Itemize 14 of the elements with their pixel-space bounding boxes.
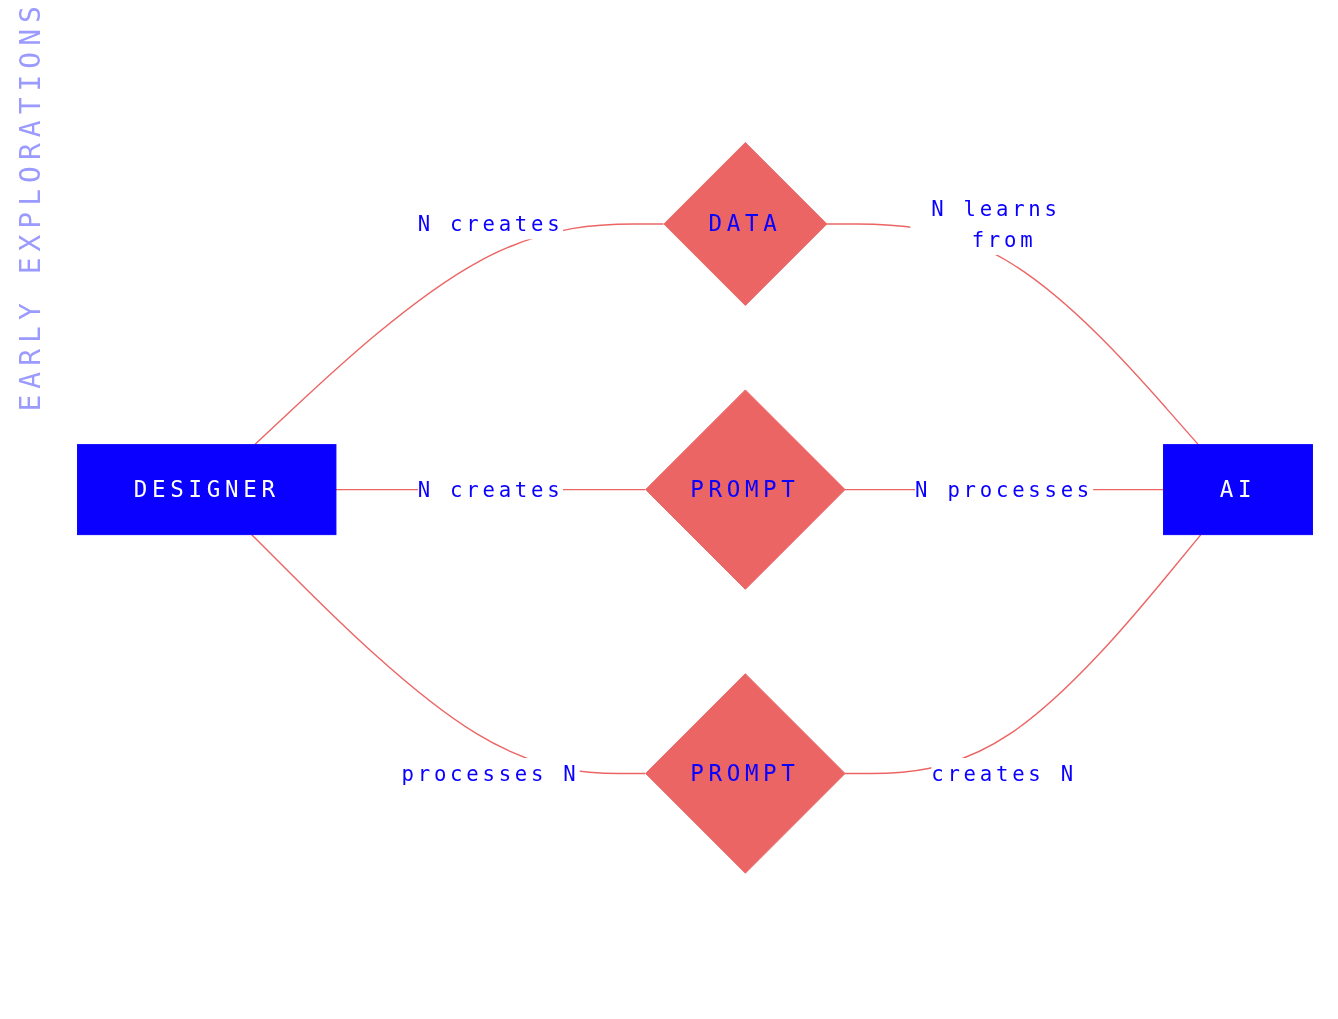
node-box: AI: [1163, 443, 1313, 535]
edge-label: N creates: [417, 477, 564, 501]
connector: [251, 533, 646, 774]
edge-label: N creates: [417, 211, 564, 236]
edge-label: creates N: [931, 761, 1077, 785]
edge-label: N processes: [915, 477, 1093, 501]
edge-label: processes N: [401, 761, 580, 785]
connector: [254, 222, 665, 445]
connector: [843, 533, 1202, 774]
node-box: DESIGNER: [77, 443, 337, 535]
node-diamond: PROMPT: [645, 672, 846, 874]
node-diamond: DATA: [663, 141, 828, 306]
node-diamond: PROMPT: [645, 389, 846, 590]
edge-label: N learns from: [931, 196, 1061, 251]
